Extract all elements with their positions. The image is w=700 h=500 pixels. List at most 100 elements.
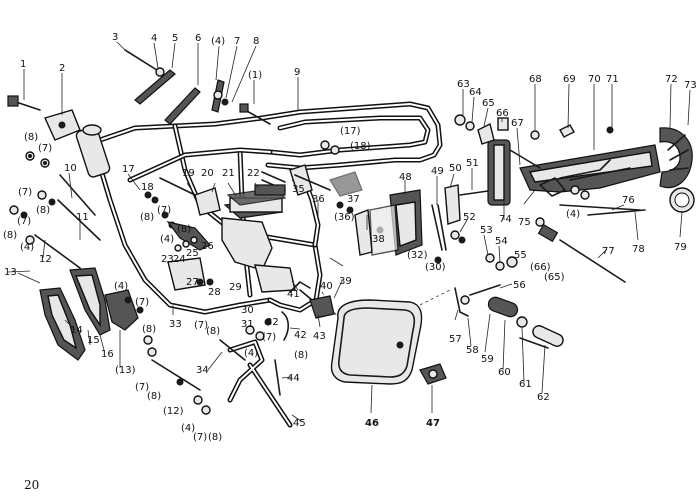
label-7k: (7) xyxy=(193,432,207,443)
label-61: 61 xyxy=(519,379,532,390)
label-8h: (8) xyxy=(206,326,220,337)
steering-parts xyxy=(7,95,101,269)
label-55: 55 xyxy=(514,250,527,261)
label-33: 33 xyxy=(169,319,182,330)
label-8f: (8) xyxy=(177,224,191,235)
air-box-parts xyxy=(369,184,496,264)
label-7: 7 xyxy=(234,36,240,47)
page-number: 20 xyxy=(24,478,40,492)
label-75: 75 xyxy=(518,217,531,228)
label-10: 10 xyxy=(64,163,77,174)
label-58: 58 xyxy=(466,345,479,356)
label-13: 13 xyxy=(4,267,17,278)
label-5: 5 xyxy=(172,33,178,44)
bolt-group-1 xyxy=(9,151,101,269)
label-8k: (8) xyxy=(208,432,222,443)
footrest-parts xyxy=(454,253,564,349)
label-65b: (65) xyxy=(544,272,565,283)
label-4b: (4) xyxy=(211,36,225,47)
label-32: 32 xyxy=(266,317,279,328)
label-68: 68 xyxy=(529,74,542,85)
label-54: 54 xyxy=(495,236,508,247)
label-12b: (12) xyxy=(163,406,184,417)
label-7h: (7) xyxy=(194,320,208,331)
label-32b: (32) xyxy=(407,250,428,261)
label-21: 21 xyxy=(222,168,235,179)
label-25: 25 xyxy=(186,248,199,259)
label-3: 3 xyxy=(112,32,118,43)
label-7a: (7) xyxy=(38,143,52,154)
label-36: 36 xyxy=(312,194,325,205)
label-6: 6 xyxy=(195,33,201,44)
label-8c: (8) xyxy=(36,205,50,216)
label-57: 57 xyxy=(449,334,462,345)
label-39: 39 xyxy=(339,276,352,287)
label-7c: (7) xyxy=(18,187,32,198)
label-45: 45 xyxy=(293,418,306,429)
label-30b: (30) xyxy=(425,262,446,273)
label-60: 60 xyxy=(498,367,511,378)
label-35: 35 xyxy=(292,184,305,195)
label-1: 1 xyxy=(20,59,26,70)
label-17a: (17) xyxy=(340,126,361,137)
label-4: 4 xyxy=(151,33,157,44)
label-47: 47 xyxy=(426,418,440,429)
label-7g: (7) xyxy=(135,297,149,308)
label-20: 20 xyxy=(201,168,214,179)
label-11: 11 xyxy=(76,212,89,223)
label-46: 46 xyxy=(365,418,379,429)
label-71: 71 xyxy=(606,74,619,85)
label-74: 74 xyxy=(499,214,512,225)
label-18: 18 xyxy=(141,182,154,193)
label-44: 44 xyxy=(287,373,300,384)
label-51: 51 xyxy=(466,158,479,169)
label-79: 79 xyxy=(674,242,687,253)
main-stand xyxy=(219,281,335,428)
label-4g: (4) xyxy=(114,281,128,292)
label-8: 8 xyxy=(253,36,259,47)
label-7e: (7) xyxy=(157,205,171,216)
label-7j: (7) xyxy=(135,382,149,393)
label-66b: (66) xyxy=(530,262,551,273)
label-8i: (8) xyxy=(294,350,308,361)
part-number-labels: 1 2 3 4 5 6 (4) 7 8 (1) 9 63 64 65 66 67… xyxy=(3,32,697,443)
label-4f: (4) xyxy=(160,234,174,245)
label-23: 23 xyxy=(161,254,174,265)
label-64: 64 xyxy=(469,87,482,98)
label-73: 73 xyxy=(684,80,697,91)
label-13b: (13) xyxy=(115,365,136,376)
label-16: 16 xyxy=(101,349,114,360)
label-22: 22 xyxy=(247,168,260,179)
label-38: 38 xyxy=(372,234,385,245)
leader-lines xyxy=(7,41,691,422)
label-77: 77 xyxy=(602,246,615,257)
label-70: 70 xyxy=(588,74,601,85)
label-37: 37 xyxy=(347,194,360,205)
label-63: 63 xyxy=(457,79,470,90)
label-8a: (8) xyxy=(24,132,38,143)
label-72: 72 xyxy=(665,74,678,85)
seat-mount-parts xyxy=(144,140,384,286)
label-78: 78 xyxy=(632,244,645,255)
label-26: 26 xyxy=(201,241,214,252)
label-31: 31 xyxy=(241,319,254,330)
label-59: 59 xyxy=(481,354,494,365)
label-14: 14 xyxy=(70,325,83,336)
label-65: 65 xyxy=(482,98,495,109)
label-18a: (18) xyxy=(350,141,371,152)
label-8e: (8) xyxy=(140,212,154,223)
label-34: 34 xyxy=(196,365,209,376)
label-4e: (4) xyxy=(566,209,580,220)
label-8j: (8) xyxy=(147,391,161,402)
label-29: 29 xyxy=(229,282,242,293)
label-28: 28 xyxy=(208,287,221,298)
label-56: 56 xyxy=(513,280,526,291)
label-4h: (4) xyxy=(244,348,258,359)
label-9: 9 xyxy=(294,67,300,78)
label-15: 15 xyxy=(87,335,100,346)
label-2: 2 xyxy=(59,63,65,74)
label-7i: (7) xyxy=(262,332,276,343)
label-1b: (1) xyxy=(248,70,262,81)
label-12: 12 xyxy=(39,254,52,265)
